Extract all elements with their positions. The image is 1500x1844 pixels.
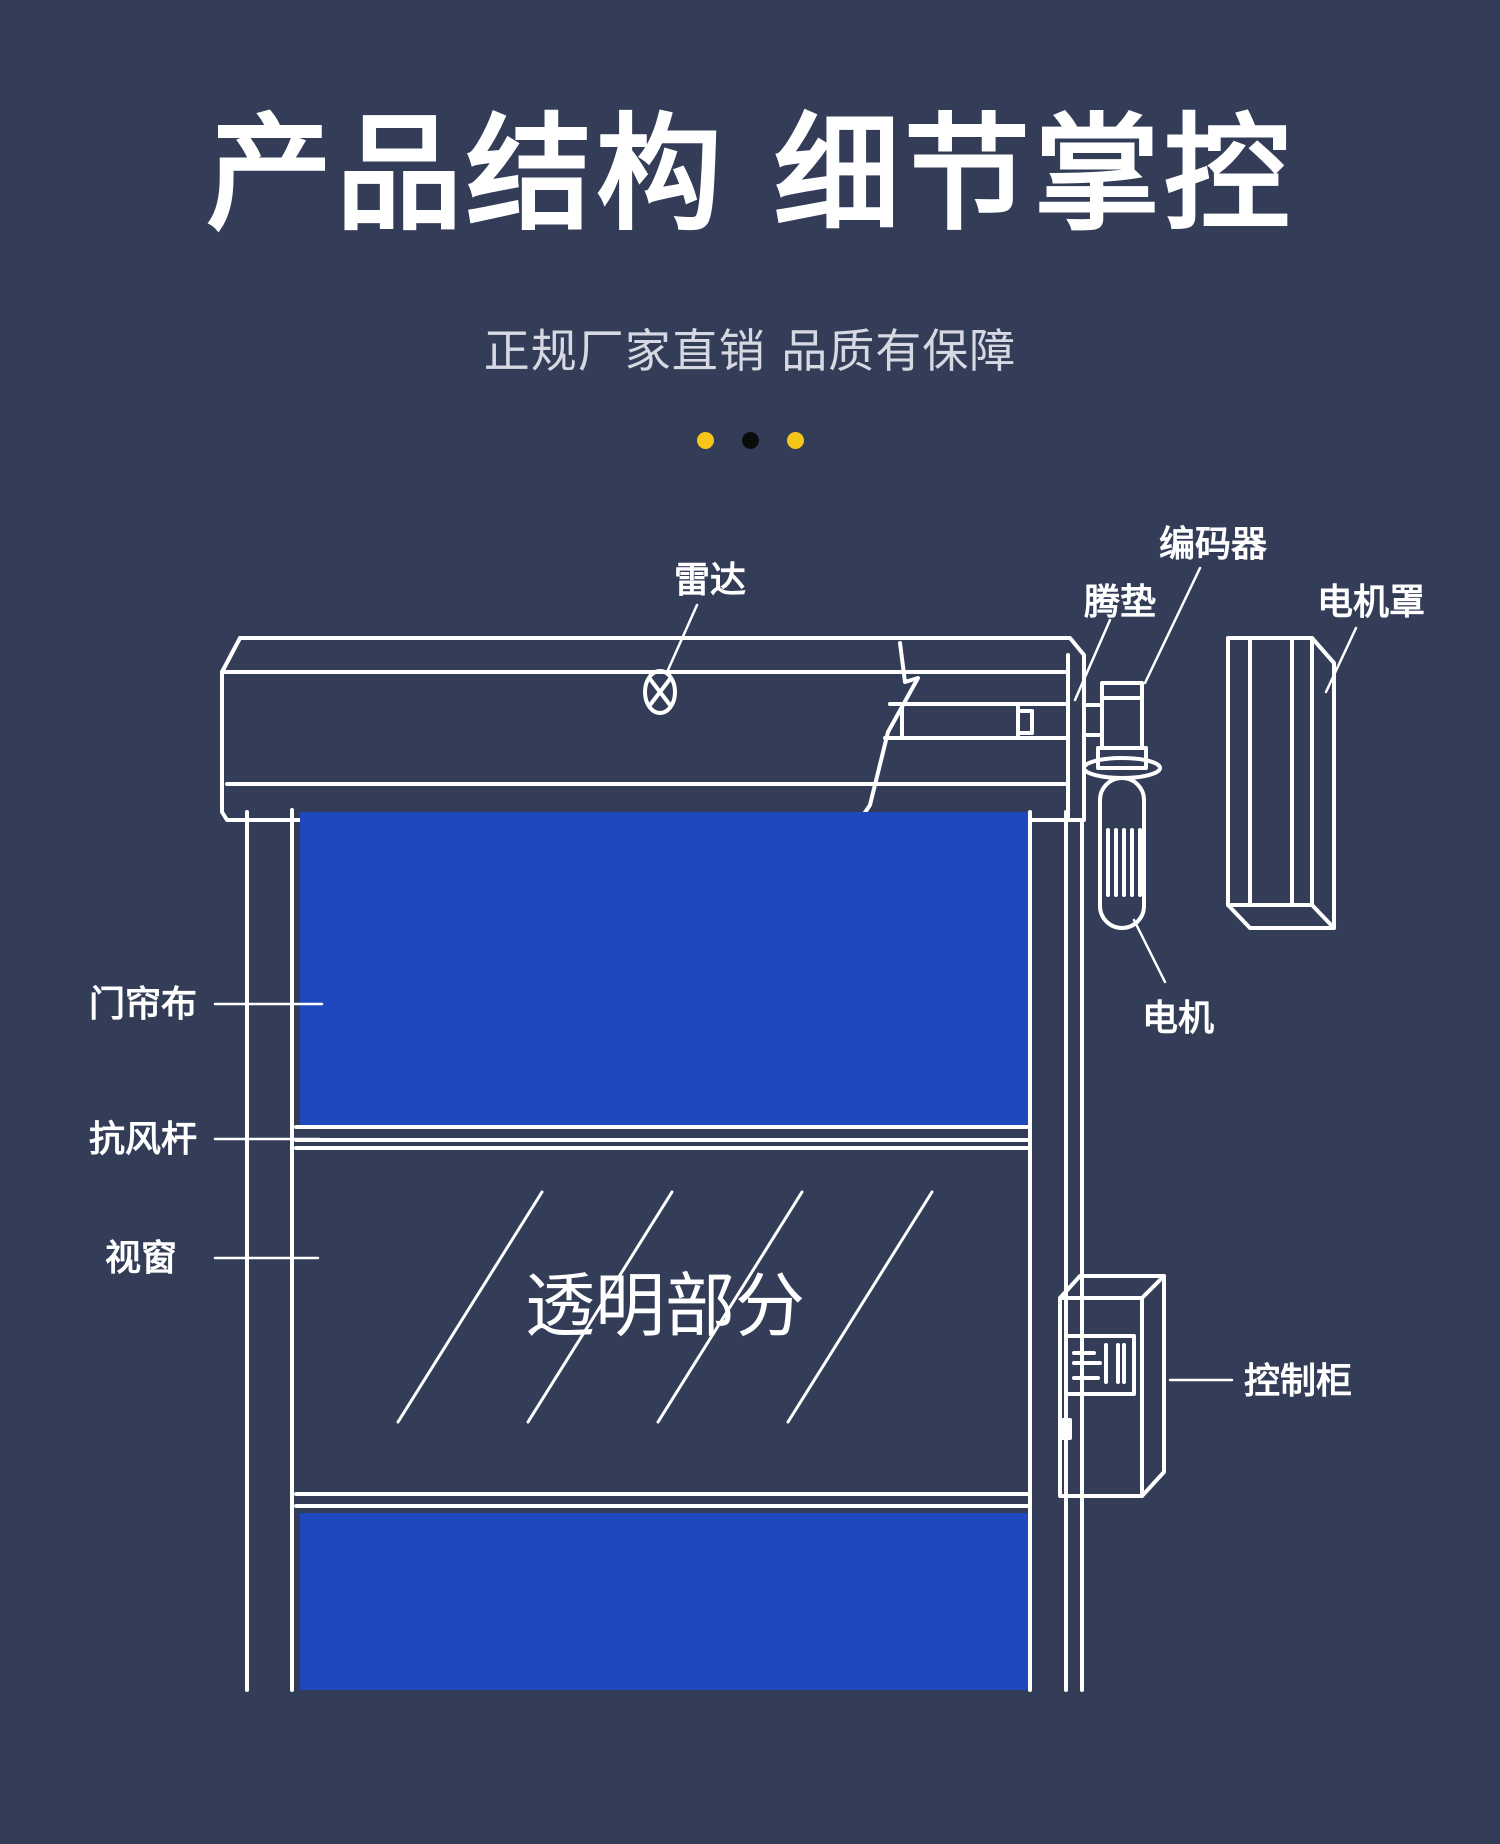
label-motor: 电机 xyxy=(1142,998,1214,1039)
decorative-dots xyxy=(0,432,1500,450)
page-title: 产品结构 细节掌控 xyxy=(206,101,1294,248)
label-encoder: 编码器 xyxy=(1159,524,1268,565)
label-radar: 雷达 xyxy=(674,560,746,601)
page-subtitle: 正规厂家直销 品质有保障 xyxy=(483,324,1017,378)
curtain-panel-lower xyxy=(300,1513,1028,1690)
label-curtain: 门帘布 xyxy=(89,984,197,1025)
dot-right xyxy=(786,432,804,449)
label-control-box: 控制柜 xyxy=(1244,1361,1352,1402)
header-box xyxy=(220,636,1086,822)
label-window: 视窗 xyxy=(105,1238,177,1279)
label-motor-cover: 电机罩 xyxy=(1317,582,1425,623)
dot-middle xyxy=(741,432,759,449)
label-pad: 腾垫 xyxy=(1084,582,1156,623)
wind-resistant-bars xyxy=(294,1125,1032,1508)
door-frame xyxy=(245,808,1084,1692)
motor-cover xyxy=(1226,636,1336,930)
callout-leaders xyxy=(213,566,1358,1382)
control-box xyxy=(1058,1274,1166,1498)
curtain-panel-upper xyxy=(300,812,1028,1128)
label-transparent-part: 透明部分 xyxy=(525,1265,805,1347)
radar-sensor xyxy=(643,669,677,715)
dot-left xyxy=(696,432,714,449)
label-wind-bar: 抗风杆 xyxy=(89,1118,197,1160)
motor xyxy=(1082,681,1162,930)
window-glare-lines xyxy=(396,1190,934,1424)
